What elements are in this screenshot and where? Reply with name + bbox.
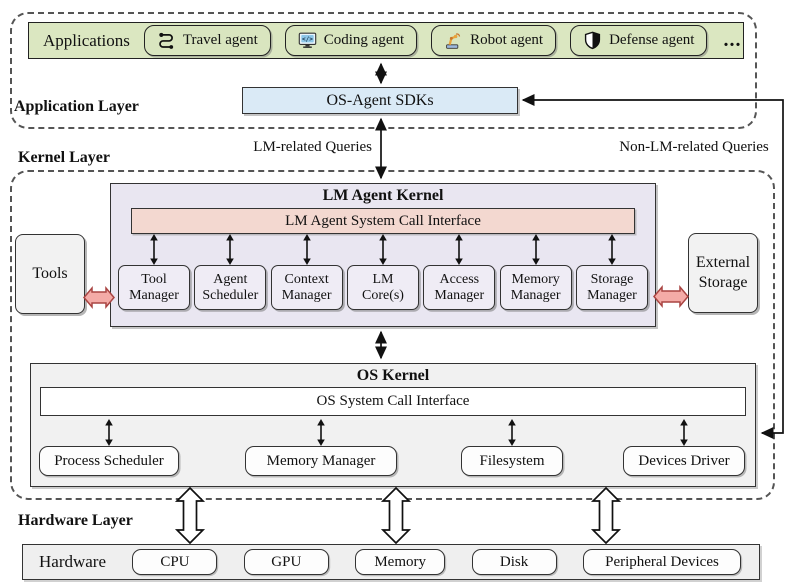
applications-bar: Applications Travel agent </> Coding age… [28,22,744,59]
manager-column-storage: Storage Manager [575,234,648,310]
context-manager-box: Context Manager [270,265,343,310]
coding-agent-chip: </> Coding agent [284,25,418,56]
manager-label: Manager [129,287,179,303]
double-arrow-icon [317,419,325,446]
route-icon [159,32,174,49]
kernel-layer-label: Kernel Layer [18,149,110,166]
os-kernel-box: OS Kernel OS System Call Interface Proce… [30,363,756,487]
hardware-label: Hardware [39,552,107,571]
lm-related-queries-label: LM-related Queries [253,139,372,155]
managers-row: Tool Manager Agent Scheduler Context Man… [111,234,655,310]
robot-agent-chip: Robot agent [431,25,557,56]
svg-text:</>: </> [302,36,313,43]
tool-manager-box: Tool Manager [118,265,190,310]
double-arrow-icon [531,234,540,265]
manager-column-lm-core: LM Core(s) [346,234,419,310]
peripheral-devices-box: Peripheral Devices [582,549,741,575]
lm-agent-system-call-interface-bar: LM Agent System Call Interface [131,208,635,234]
manager-column-scheduler: Agent Scheduler [194,234,267,310]
defense-agent-label: Defense agent [609,32,695,48]
non-lm-related-queries-label: Non-LM-related Queries [619,139,769,155]
agent-scheduler-box: Agent Scheduler [194,265,267,310]
process-scheduler-box: Process Scheduler [39,446,179,476]
storage-manager-box: Storage Manager [575,265,648,310]
manager-column-memory: Memory Manager [499,234,572,310]
access-manager-box: Access Manager [423,265,496,310]
memory-manager-box: Memory Manager [499,265,572,310]
more-agents-ellipsis: ... [723,29,742,51]
os-group-memory-manager: Memory Manager [245,419,397,476]
lm-agent-kernel-title: LM Agent Kernel [322,187,444,204]
cpu-box: CPU [132,549,218,575]
hardware-layer-label: Hardware Layer [18,512,133,529]
defense-agent-chip: Defense agent [570,25,708,56]
external-storage-label-line2: Storage [698,274,748,291]
double-arrow-icon [379,234,387,265]
double-arrow-icon [226,234,235,265]
hardware-bar: Hardware CPU GPU Memory Disk Peripheral … [22,544,760,580]
gpu-box: GPU [243,549,329,575]
external-storage-box: External Storage [688,233,758,313]
tools-box: Tools [15,234,85,314]
robot-arm-icon [446,33,461,49]
os-group-process-scheduler: Process Scheduler [39,419,179,476]
manager-label: Manager [281,287,332,303]
os-group-devices-driver: Devices Driver [623,419,745,476]
manager-label: Scheduler [202,287,259,303]
manager-column-access: Access Manager [423,234,496,310]
double-arrow-icon [508,419,516,446]
travel-agent-chip: Travel agent [143,25,271,56]
double-arrow-icon [302,234,311,265]
manager-column-tool: Tool Manager [118,234,190,310]
tools-label: Tools [32,265,68,282]
applications-label: Applications [43,30,130,50]
code-monitor-icon: </> [298,32,317,48]
application-layer-label: Application Layer [14,98,139,115]
os-kernel-title: OS Kernel [356,367,430,384]
manager-label: Manager [510,287,561,303]
double-arrow-icon [105,419,113,446]
manager-column-context: Context Manager [270,234,343,310]
filesystem-box: Filesystem [461,446,563,476]
coding-agent-label: Coding agent [323,32,405,48]
memory-manager-os-box: Memory Manager [245,446,397,476]
manager-label: Storage [590,271,634,287]
manager-label: Core(s) [361,287,404,303]
double-arrow-icon [680,419,688,446]
manager-label: Tool [141,271,167,287]
disk-box: Disk [471,549,557,575]
os-group-filesystem: Filesystem [461,419,563,476]
manager-label: Access [439,271,480,287]
lm-agent-kernel-box: LM Agent Kernel LM Agent System Call Int… [110,183,656,327]
os-system-call-interface-bar: OS System Call Interface [40,387,746,416]
manager-label: Memory [511,271,560,287]
robot-agent-label: Robot agent [470,32,544,48]
shield-icon [584,31,601,50]
lm-cores-box: LM Core(s) [346,265,419,310]
manager-label: Manager [587,287,637,303]
double-arrow-icon [150,234,158,265]
manager-label: LM [372,271,394,287]
double-arrow-icon [608,234,616,265]
manager-label: Context [284,271,329,287]
manager-label: Manager [434,287,485,303]
double-arrow-icon [455,234,464,265]
os-agent-sdks-box: OS-Agent SDKs [242,87,518,114]
manager-label: Agent [213,271,248,287]
travel-agent-label: Travel agent [182,32,258,48]
external-storage-label-line1: External [695,254,751,271]
memory-box: Memory [355,549,446,575]
devices-driver-box: Devices Driver [623,446,745,476]
